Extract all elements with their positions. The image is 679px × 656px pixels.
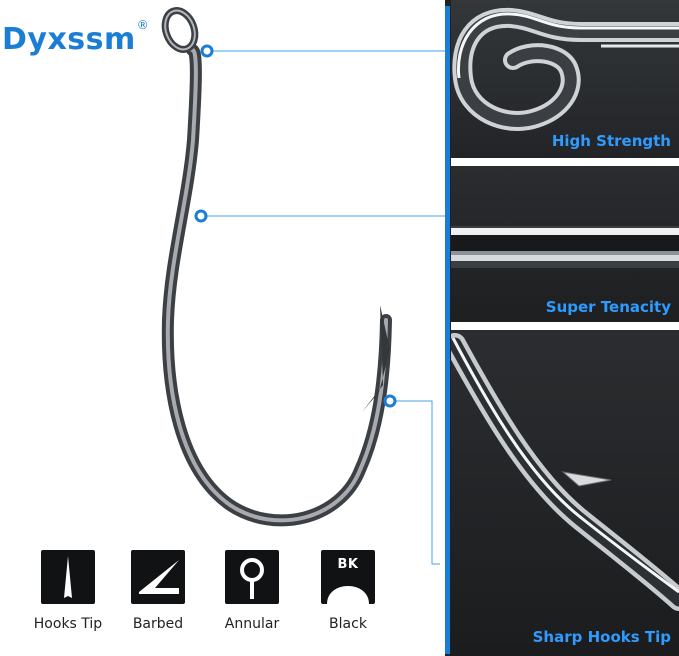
feature-label: Black <box>329 616 367 632</box>
callout-dot <box>383 394 397 408</box>
feature-label: Hooks Tip <box>33 616 103 632</box>
panel-divider <box>451 322 679 330</box>
brand-logo: Dyxssm® <box>2 18 149 57</box>
ring-eye-icon <box>225 550 279 604</box>
panel-label-sharp-hooks-tip: Sharp Hooks Tip <box>532 628 671 646</box>
registered-mark: ® <box>136 18 150 32</box>
brand-name: Dyxssm <box>2 22 136 57</box>
feature-hooks-tip: Hooks Tip <box>28 550 108 632</box>
panel-high-strength: High Strength <box>451 0 679 158</box>
accent-rail <box>445 6 450 654</box>
panel-sharp-hooks-tip: Sharp Hooks Tip <box>451 330 679 656</box>
callout-dot <box>194 209 208 223</box>
panel-divider <box>451 158 679 166</box>
eye-closeup-image <box>452 7 679 131</box>
hook-tip-icon <box>41 550 95 604</box>
feature-barbed: Barbed <box>118 550 198 632</box>
callout-dot <box>200 44 214 58</box>
feature-label: Annular <box>224 616 280 632</box>
panel-super-tenacity: Super Tenacity <box>451 166 679 322</box>
tip-closeup-image <box>451 333 679 611</box>
panel-label-super-tenacity: Super Tenacity <box>545 298 671 316</box>
feature-label: Barbed <box>132 616 184 632</box>
black-badge-text: BK <box>337 557 359 572</box>
barb-icon <box>131 550 185 604</box>
panel-label-high-strength: High Strength <box>551 132 671 150</box>
callout-lines <box>206 50 445 565</box>
black-finish-icon: BK <box>321 550 375 604</box>
feature-annular: Annular <box>212 550 292 632</box>
feature-black: BK Black <box>308 550 388 632</box>
hook-body <box>161 7 392 527</box>
shank-closeup-image <box>451 226 679 268</box>
